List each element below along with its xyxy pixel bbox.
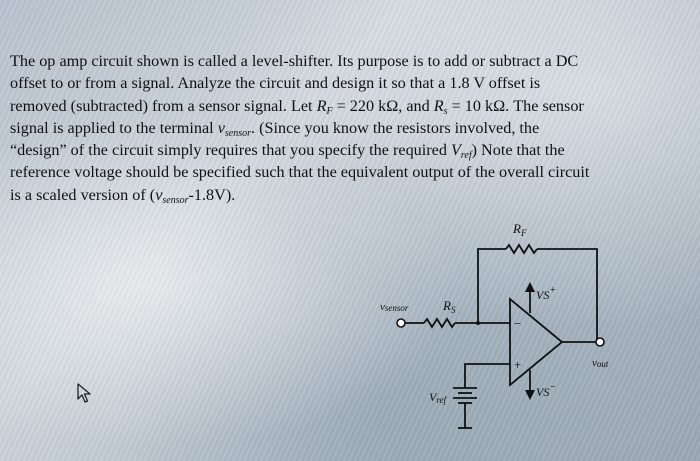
line-1: The op amp circuit shown is called a lev…: [10, 52, 579, 70]
line-6: reference voltage should be specified su…: [10, 163, 590, 182]
rs-sub: S: [451, 305, 456, 315]
rf-resistor: [505, 243, 538, 255]
mouse-cursor-icon: [77, 383, 91, 403]
level-shifter-circuit: RF RS vsensor VS+ VS− vout Vref − +: [380, 221, 609, 429]
noninv-wire: [464, 363, 510, 388]
feedback-wire: [477, 248, 506, 323]
vout-terminal: [595, 337, 605, 347]
vout-label: v: [592, 357, 597, 369]
vsensor-terminal: [396, 318, 406, 328]
vs-plus-arrow: [525, 282, 535, 292]
svg-text:vout: vout: [592, 357, 609, 369]
rs-label: R: [442, 298, 451, 313]
vsensor-sub: sensor: [385, 303, 409, 313]
svg-text:VS+: VS+: [536, 285, 556, 302]
svg-text:RF: RF: [512, 221, 527, 238]
vs-minus-sup: −: [549, 382, 556, 393]
line-3: removed (subtracted) from a sensor signa…: [10, 96, 584, 117]
feedback-wire-right: [537, 248, 598, 341]
vref-label: V: [429, 390, 438, 404]
vsensor-label: v: [380, 301, 385, 313]
line-2: offset to or from a signal. Analyze the …: [10, 74, 541, 93]
vs-plus-label: VS: [536, 288, 549, 302]
svg-text:Vref: Vref: [429, 390, 448, 405]
svg-text:RS: RS: [442, 298, 456, 315]
rf-label: R: [512, 221, 521, 236]
rs-resistor: [423, 317, 456, 329]
vs-minus-arrow: [525, 390, 535, 400]
line-4: signal is applied to the terminal vsenso…: [10, 118, 540, 139]
vout-sub: out: [597, 359, 609, 369]
problem-text: The op amp circuit shown is called a lev…: [10, 50, 690, 206]
vref-sub: ref: [436, 395, 447, 405]
line-7: is a scaled version of (vsensor-1.8V).: [10, 185, 236, 206]
vs-minus-label: VS: [536, 385, 549, 399]
minus-sign: −: [514, 316, 521, 331]
svg-text:vsensor: vsensor: [380, 301, 409, 313]
plus-sign: +: [514, 357, 521, 372]
rf-sub: F: [520, 228, 527, 238]
opamp-triangle: [509, 297, 564, 387]
feedback-node: [476, 321, 480, 325]
vs-plus-sup: +: [549, 285, 556, 296]
svg-text:VS−: VS−: [536, 382, 556, 399]
line-5: “design” of the circuit simply requires …: [10, 141, 565, 162]
